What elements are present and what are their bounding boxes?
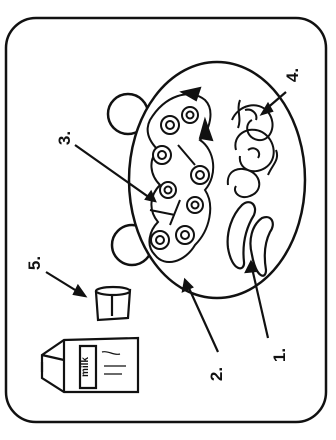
label-1: 1.: [270, 348, 289, 362]
label-3: 3.: [55, 131, 74, 145]
label-2: 2.: [207, 367, 226, 381]
label-4: 4.: [283, 68, 302, 82]
cup-icon: [96, 287, 130, 320]
label-5: 5.: [25, 256, 44, 270]
milk-carton-label: milk: [80, 357, 91, 377]
salad-icon: [148, 88, 214, 262]
